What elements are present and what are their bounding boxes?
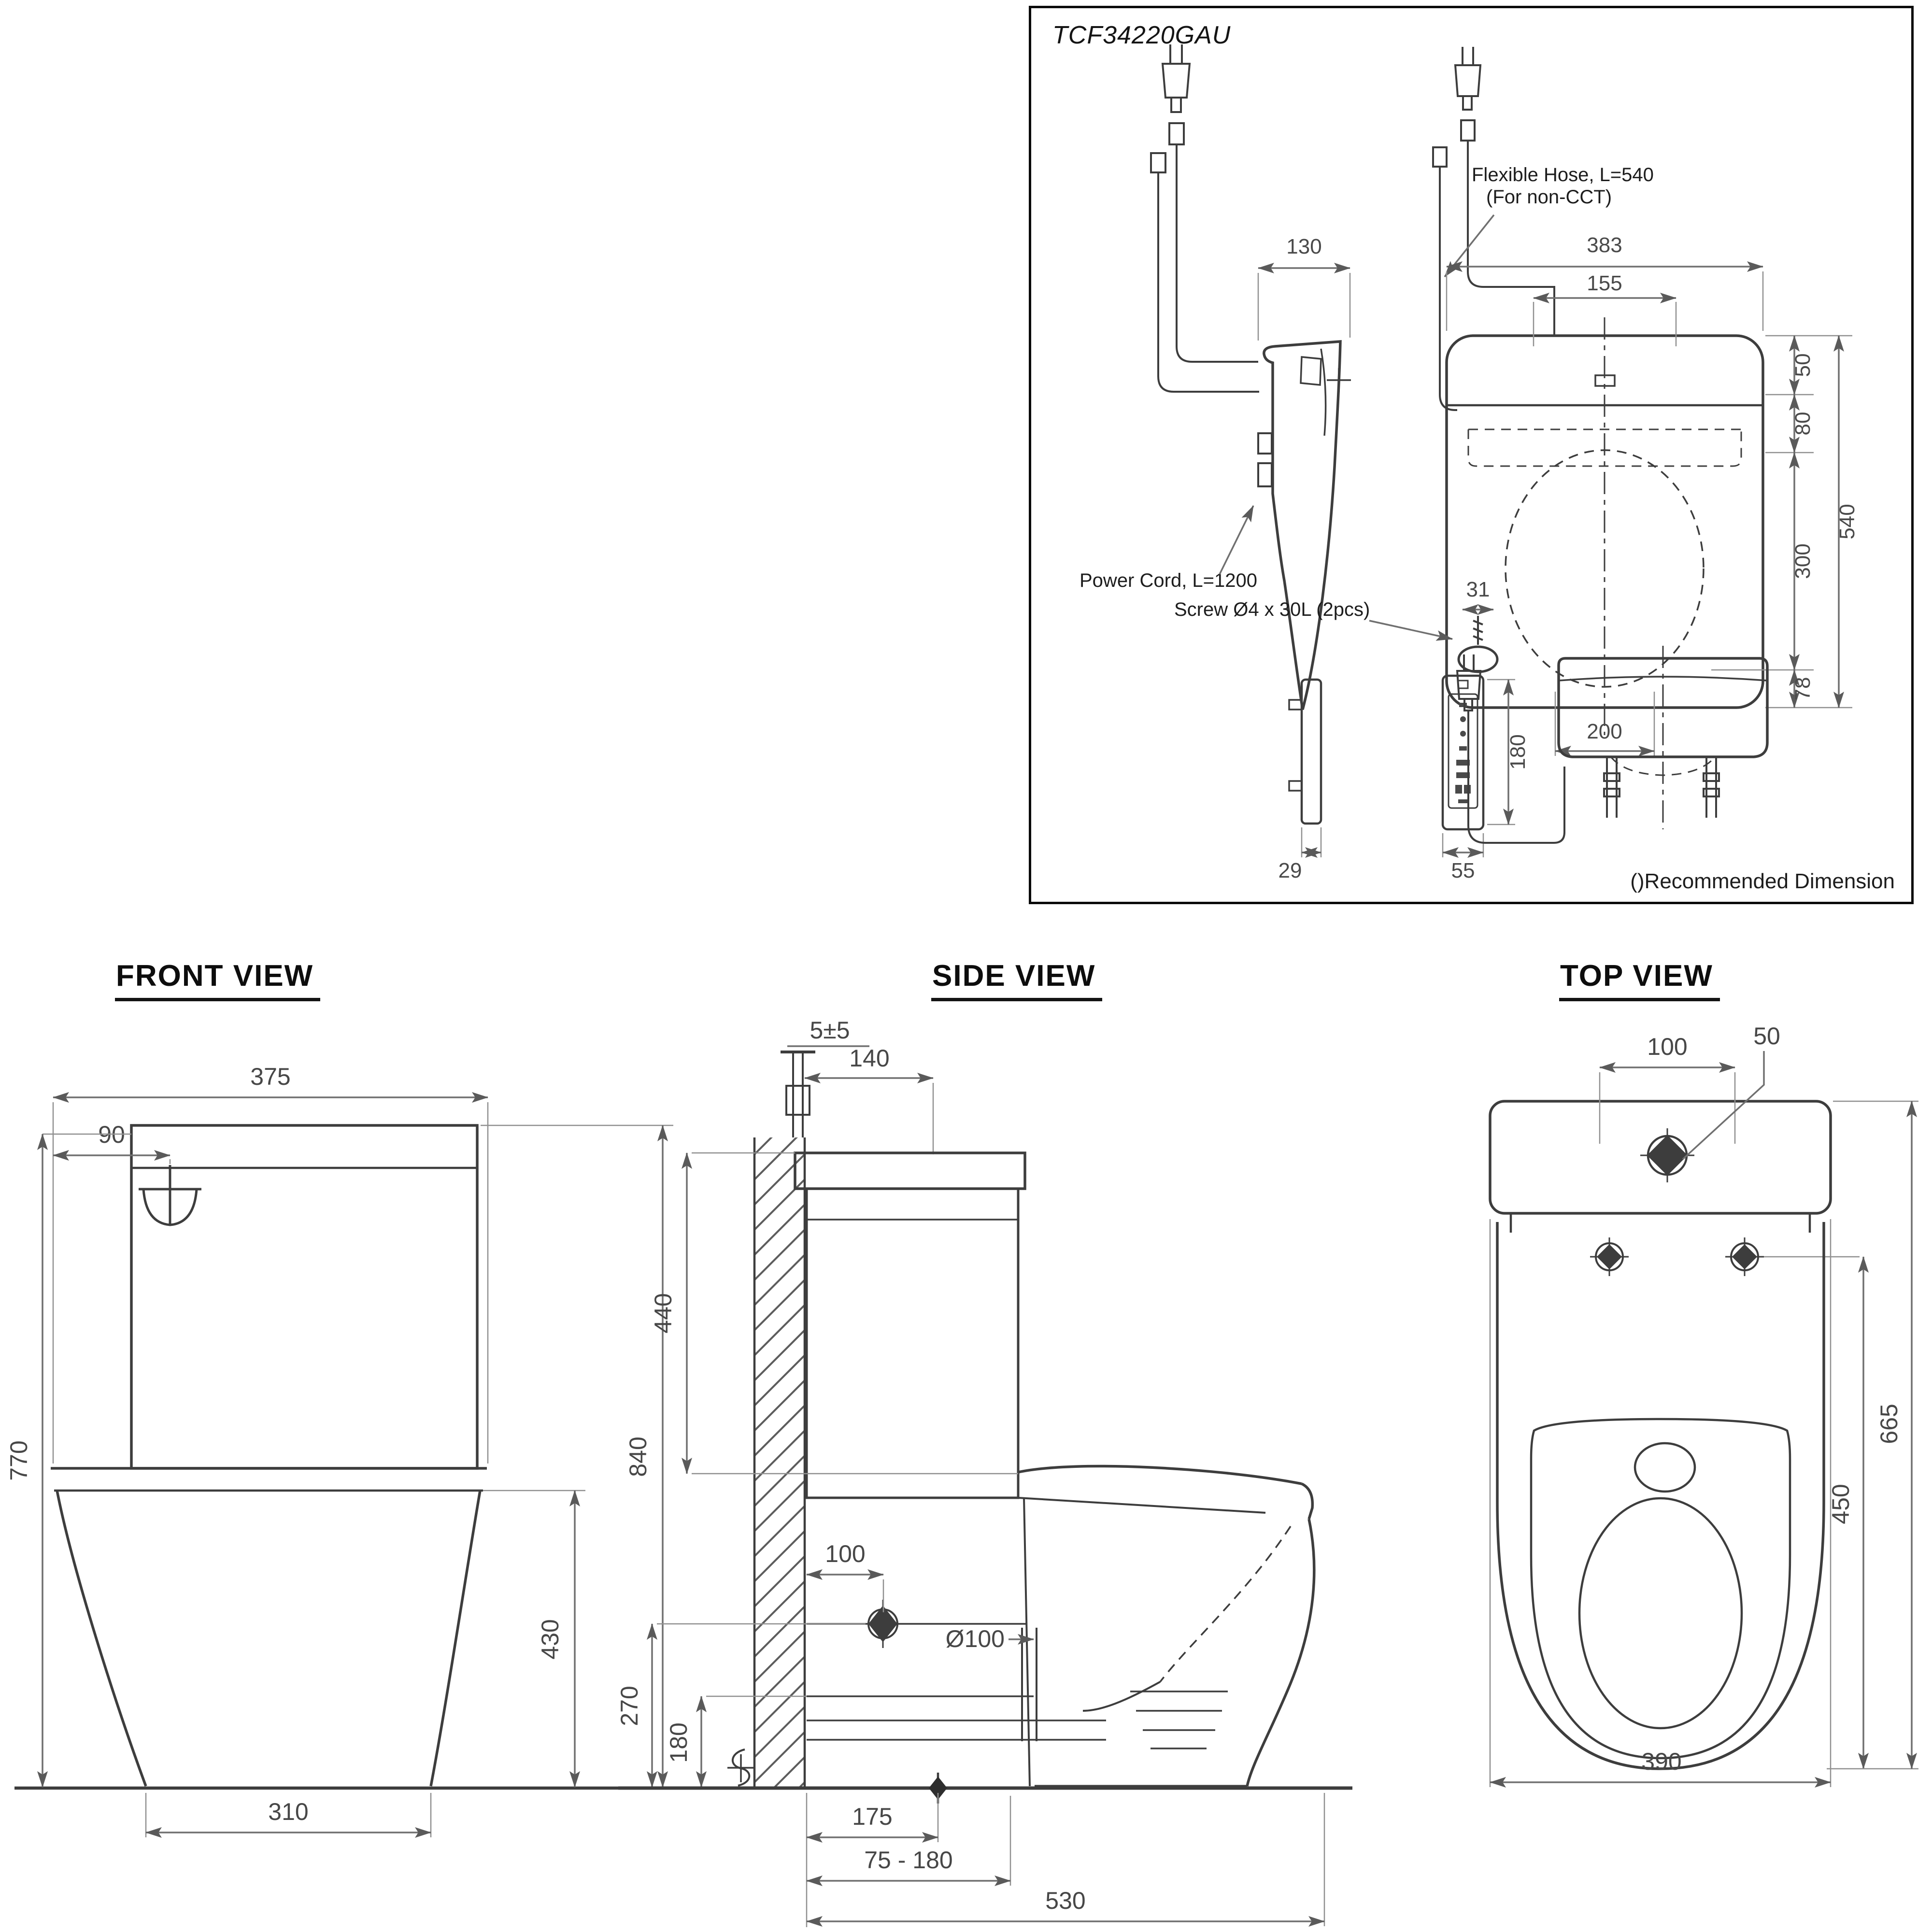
dim-top-inlet-offset: 100: [1647, 1033, 1687, 1060]
washlet-plan: Flexible Hose, L=540 (For non-CCT) 383: [1432, 47, 1859, 756]
power-cord-label: Power Cord, L=1200: [1080, 570, 1257, 591]
dim-side-drain-diameter: Ø100: [946, 1625, 1005, 1652]
dim-lid-width: 155: [1587, 271, 1622, 295]
dim-top-seat-depth: 450: [1827, 1484, 1854, 1524]
washlet-drawing: 130 Power Cord, L=1200 F: [1080, 44, 1895, 893]
product-drawing-box: TCF34220GAU: [1029, 6, 1914, 904]
dim-front-depth: 78: [1791, 677, 1815, 701]
dim-plan-width: 383: [1587, 233, 1622, 257]
dim-side-inlet-height: 270: [618, 1686, 643, 1726]
dim-remote-height: 180: [1506, 734, 1530, 769]
dim-top-width: 390: [1641, 1748, 1681, 1775]
dim-side-wall-gap: 5±5: [810, 1017, 850, 1044]
flexible-hose-label: Flexible Hose, L=540: [1472, 164, 1654, 185]
dim-top-total-depth: 665: [1875, 1404, 1903, 1444]
washlet-rear-view: [1456, 646, 1769, 844]
dim-side-cistern-height: 440: [650, 1293, 677, 1333]
front-view-title: FRONT VIEW: [115, 959, 321, 1001]
dim-remote-side-width: 29: [1279, 859, 1302, 882]
washlet-side-profile: 130 Power Cord, L=1200: [1080, 44, 1351, 710]
side-view-title: SIDE VIEW: [931, 959, 1103, 1001]
dim-opening-width: 200: [1587, 720, 1622, 743]
dim-top-inlet-side: 50: [1753, 1023, 1780, 1050]
dim-front-left-height: 770: [5, 1440, 32, 1480]
dim-side-cistern-depth: 140: [849, 1045, 889, 1072]
dim-side-trap-offset: 175: [852, 1803, 892, 1830]
recommended-dimension-note: ()Recommended Dimension: [1630, 869, 1895, 893]
dim-side-inlet-offset: 100: [825, 1540, 865, 1567]
dim-remote-front-width: 55: [1451, 859, 1475, 882]
side-view-drawing: 5±5 140 440 Ø100: [618, 1017, 1352, 1927]
screw-label: Screw Ø4 x 30L (2pcs): [1174, 599, 1370, 620]
flexible-hose-label2: (For non-CCT): [1486, 186, 1612, 208]
remote-control: 180 29 55: [1279, 674, 1530, 882]
dim-hinge-depth: 80: [1791, 412, 1815, 436]
dim-plan-total-depth: 540: [1835, 504, 1859, 539]
dim-opening-length: 300: [1791, 543, 1815, 579]
product-code: TCF34220GAU: [1052, 21, 1231, 49]
dim-front-pan-height: 430: [537, 1619, 564, 1659]
top-view-drawing: 100 50 450 665 390: [1489, 1023, 1918, 1788]
dim-front-base-width: 310: [268, 1798, 308, 1825]
top-view-title: TOP VIEW: [1559, 959, 1720, 1001]
dim-washlet-side-width: 130: [1286, 235, 1321, 258]
dim-side-setout-range: 75 - 180: [864, 1847, 952, 1874]
screw-detail: Screw Ø4 x 30L (2pcs) 31: [1174, 578, 1499, 673]
dim-side-total-depth: 530: [1045, 1887, 1085, 1914]
dim-side-trap-height: 180: [665, 1722, 692, 1762]
dim-front-top-width: 375: [250, 1063, 290, 1090]
dim-front-total-height: 840: [625, 1436, 652, 1477]
dim-lid-depth: 50: [1791, 354, 1815, 377]
dim-screw-width: 31: [1466, 578, 1490, 601]
front-view-drawing: 375 90 770 430 840 310: [5, 1063, 676, 1838]
